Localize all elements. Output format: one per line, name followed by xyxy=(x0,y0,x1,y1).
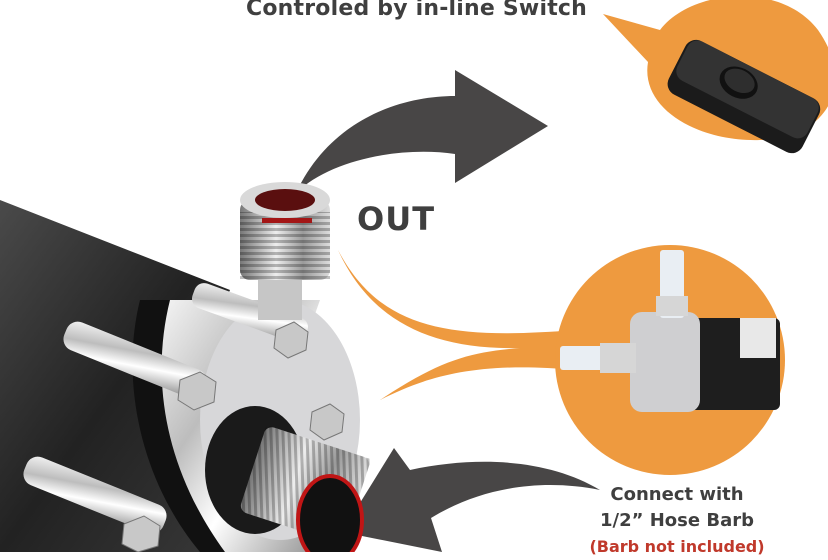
inlet-fitting xyxy=(205,406,372,552)
inline-switch-callout xyxy=(603,0,828,154)
pump-product-image xyxy=(0,182,372,552)
switch-caption: Controled by in-line Switch xyxy=(246,0,588,21)
outflow-arrow-icon xyxy=(296,70,548,193)
pump-thumbnail xyxy=(560,250,780,412)
inlet-caption-line1: Connect with xyxy=(610,484,744,505)
outlet-fitting xyxy=(240,182,330,320)
inlet-caption-line2: 1/2” Hose Barb xyxy=(600,510,754,531)
inflow-arrow-icon xyxy=(342,448,600,552)
bolt-icon xyxy=(121,321,345,552)
inlet-caption: Connect with 1/2” Hose Barb (Barb not in… xyxy=(582,482,772,560)
inline-switch-icon xyxy=(667,39,821,154)
barb-not-included-note: (Barb not included) xyxy=(589,537,765,556)
pump-callout-tail xyxy=(338,250,575,400)
outlet-label: OUT xyxy=(357,200,436,238)
pump-with-hose-barbs-callout xyxy=(338,245,785,475)
